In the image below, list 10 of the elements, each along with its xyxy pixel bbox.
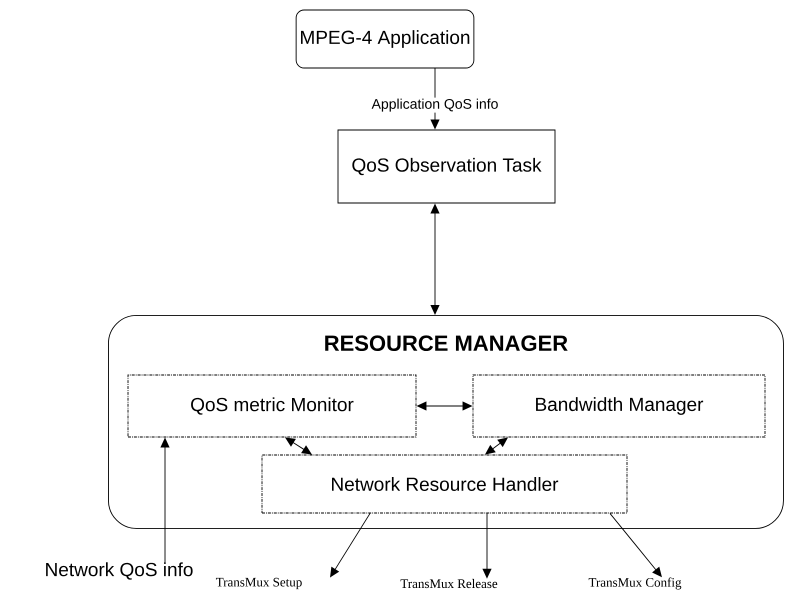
- process-box: Bandwidth Manager: [472, 374, 766, 438]
- process-box: Network Resource Handler: [262, 454, 628, 514]
- output-label: TransMux Config: [588, 578, 682, 590]
- process-box: QoS metric Monitor: [128, 374, 416, 438]
- process-box: MPEG-4 Application: [296, 10, 474, 68]
- output-label: TransMux Setup: [216, 578, 302, 590]
- output-label: TransMux Release: [400, 578, 498, 588]
- edge-label: Application QoS info: [370, 98, 500, 113]
- signal-label: Network QoS info: [46, 562, 193, 580]
- process-box: QoS Observation Task: [338, 130, 556, 204]
